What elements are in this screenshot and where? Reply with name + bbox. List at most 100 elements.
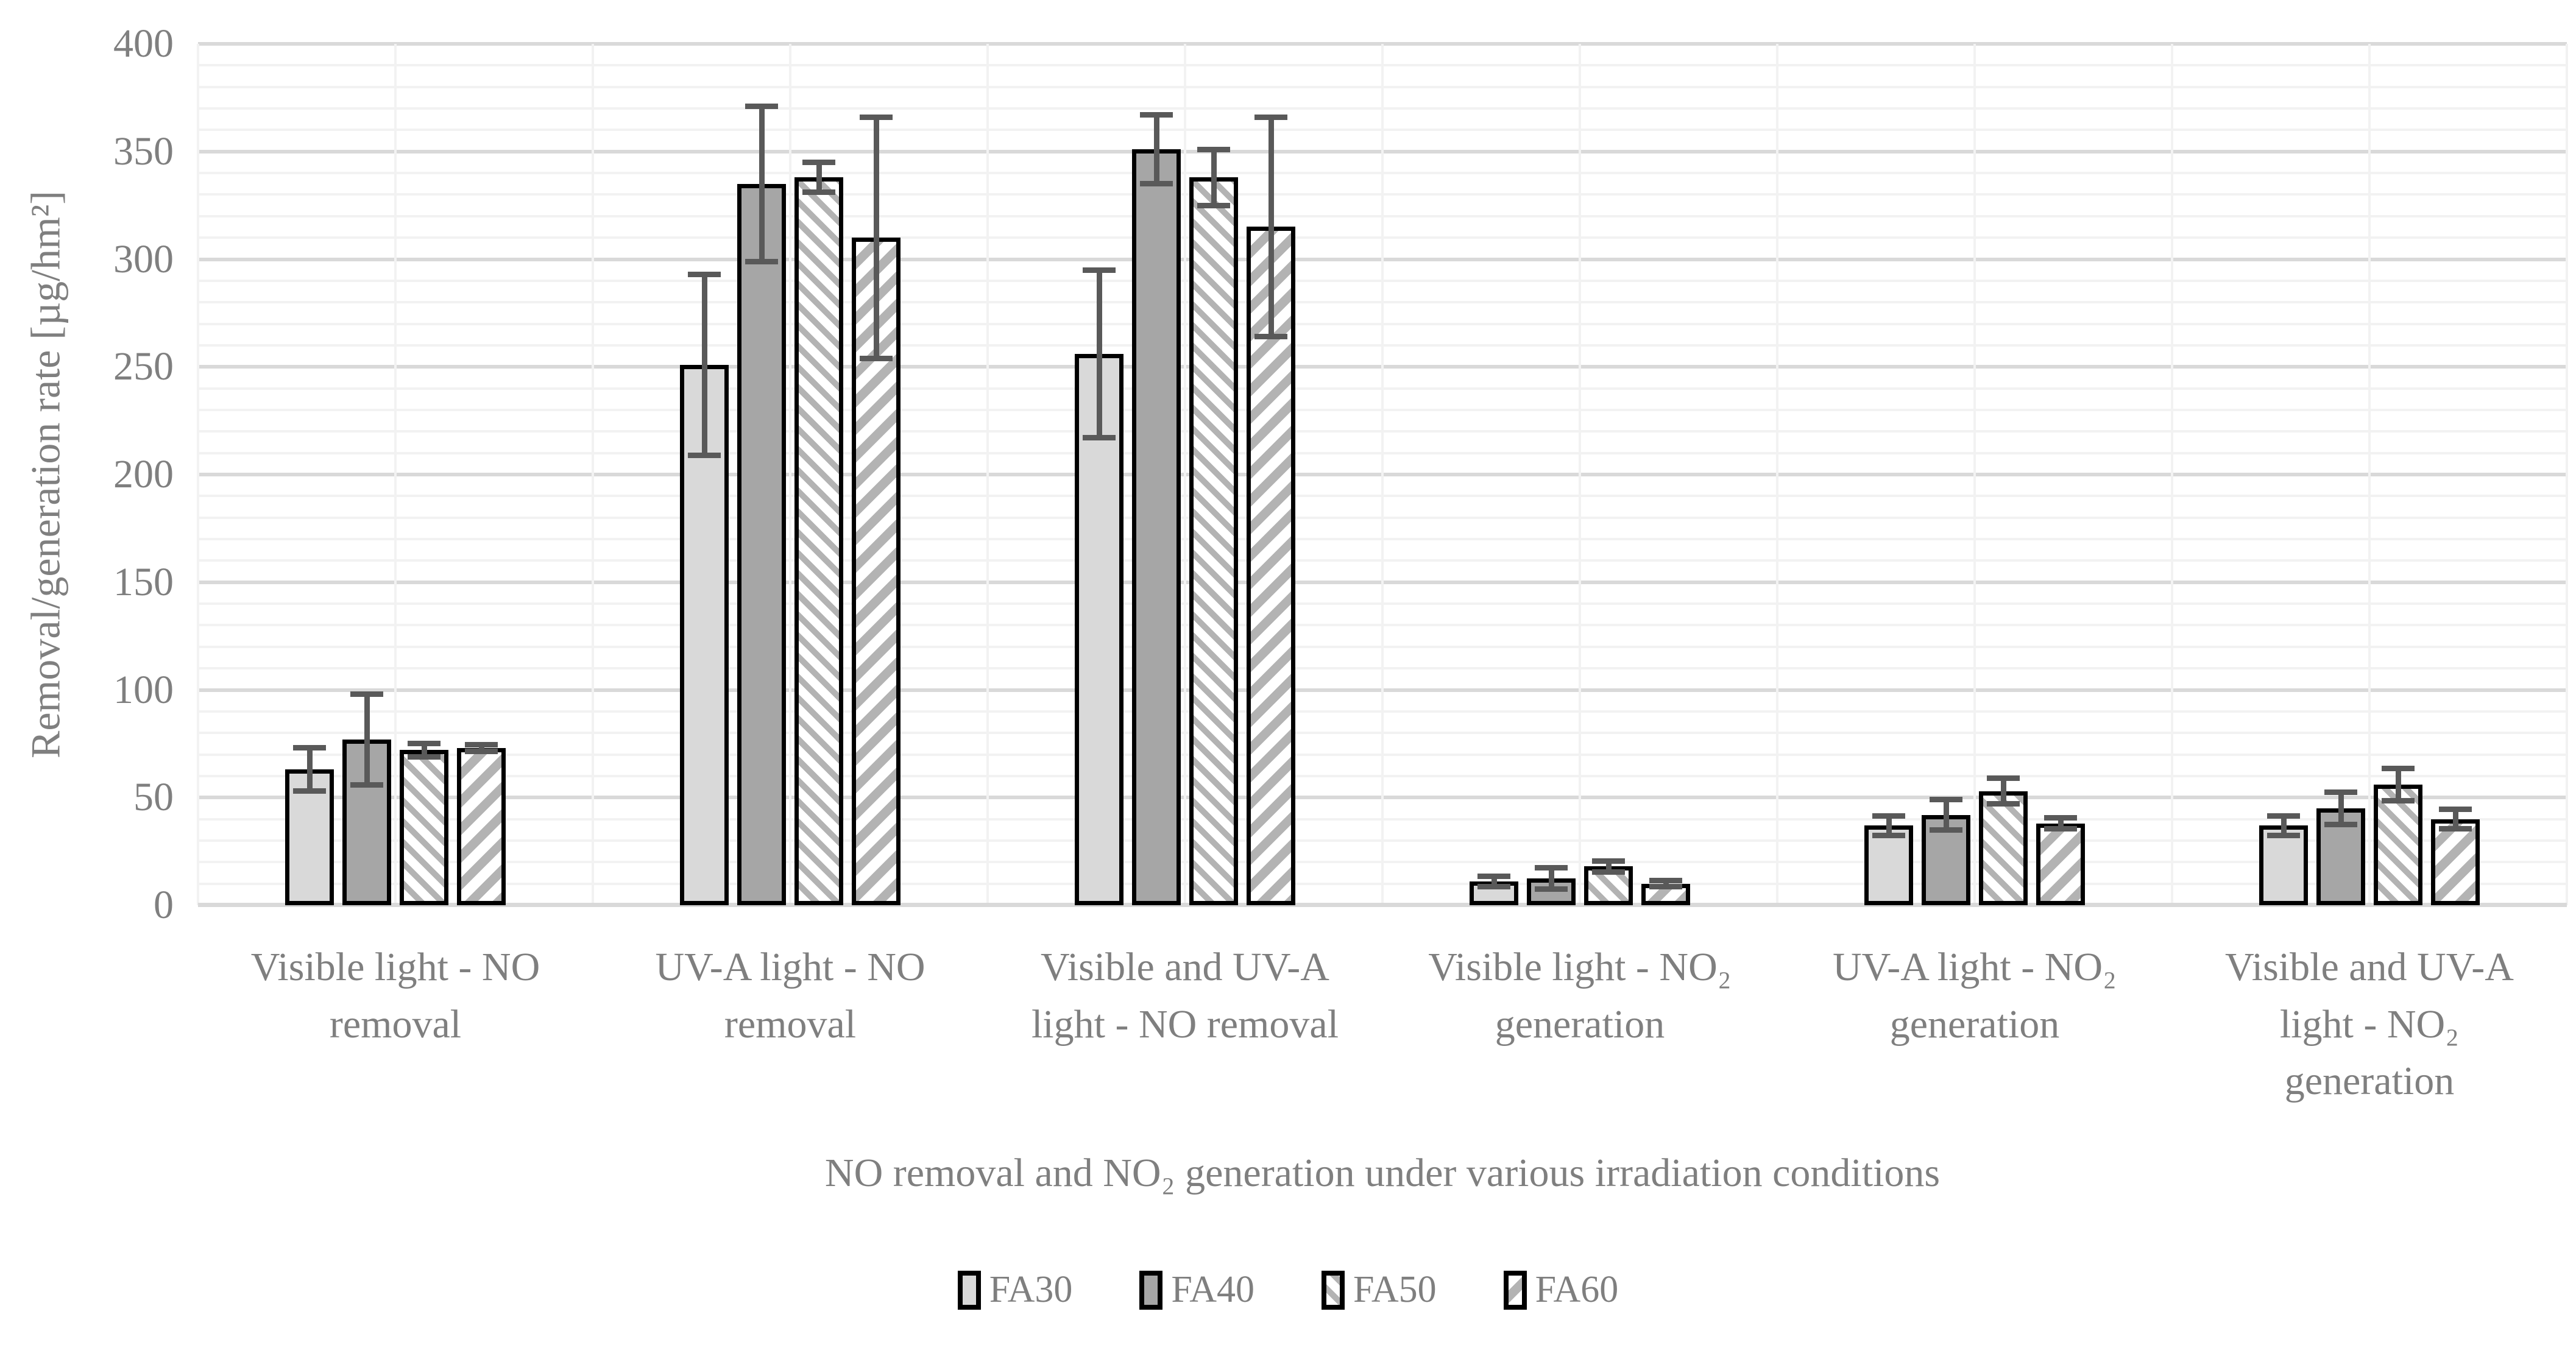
bar-slot-fa60 <box>1247 44 1295 905</box>
legend-item-fa60: FA60 <box>1503 1268 1618 1312</box>
error-bar-cap <box>1872 832 1905 838</box>
bar-fa50 <box>794 177 843 905</box>
bar-group <box>2172 44 2567 905</box>
error-bar-cap <box>2044 826 2077 832</box>
error-bar <box>1491 876 1497 887</box>
legend-item-fa30: FA30 <box>957 1268 1073 1312</box>
x-category-label: UV-A light - NO removal <box>655 945 925 1047</box>
bar-fa60 <box>1247 227 1295 905</box>
vertical-gridline <box>986 44 989 905</box>
bar-fa50 <box>1189 177 1238 905</box>
bar-slot-fa60 <box>2036 44 2085 905</box>
error-bar-cap <box>1254 334 1287 340</box>
plot-area <box>197 42 2568 907</box>
vertical-gridline <box>1381 44 1384 905</box>
bar-slot-fa40 <box>342 44 391 905</box>
y-tick-label: 300 <box>113 236 174 281</box>
error-bar-cap <box>1535 864 1568 870</box>
error-bar-cap <box>802 159 835 165</box>
x-axis-title: NO removal and NO₂ generation under vari… <box>824 1151 1941 1195</box>
bar-fa30 <box>2259 825 2308 905</box>
vertical-gridline <box>2368 44 2371 905</box>
vertical-gridline <box>1579 44 1581 905</box>
legend-item-fa50: FA50 <box>1322 1268 1437 1312</box>
error-bar-cap <box>1592 869 1625 875</box>
error-bar-cap <box>293 788 326 794</box>
error-bar-cap <box>1930 827 1962 833</box>
bar-slot-fa30 <box>1075 44 1123 905</box>
bar-fa60 <box>2036 823 2085 905</box>
vertical-gridline <box>591 44 594 905</box>
x-category-label: Visible light - NO removal <box>250 945 540 1047</box>
error-bar-cap <box>350 691 383 697</box>
error-bar <box>2338 792 2344 825</box>
y-tick-label: 400 <box>113 21 174 66</box>
y-tick-label: 200 <box>113 452 174 496</box>
error-bar <box>759 106 765 262</box>
bar-fa40 <box>1132 149 1181 905</box>
error-bar-cap <box>350 782 383 788</box>
vertical-gridline <box>197 44 199 905</box>
error-bar <box>873 117 879 359</box>
bar-slot-fa50 <box>1584 44 1633 905</box>
error-bar-cap <box>1987 775 2020 781</box>
error-bar <box>701 274 707 456</box>
bar-slot-fa50 <box>1979 44 2028 905</box>
error-bar-cap <box>465 742 498 748</box>
error-bar <box>478 744 484 752</box>
error-bar-cap <box>1535 886 1568 892</box>
vertical-gridline <box>1973 44 1976 905</box>
error-bar-cap <box>2382 798 2415 804</box>
x-axis-line <box>198 903 2567 907</box>
error-bar-cap <box>1477 884 1510 890</box>
bar-slot-fa60 <box>457 44 506 905</box>
error-bar <box>1211 149 1217 206</box>
error-bar <box>2281 816 2287 836</box>
bar-slot-fa40 <box>1527 44 1576 905</box>
bar-slot-fa40 <box>737 44 786 905</box>
error-bar <box>421 743 427 757</box>
bar-slot-fa40 <box>1132 44 1181 905</box>
error-bar-cap <box>2267 813 2300 819</box>
x-category-label: Visible light - NO₂ generation <box>1428 945 1732 1047</box>
error-bar-cap <box>1254 114 1287 120</box>
x-category-label: Visible and UV-A light - NO removal <box>1031 945 1339 1047</box>
y-tick-label: 100 <box>113 667 174 712</box>
x-category-label: Visible and UV-A light - NO₂ generation <box>2225 945 2514 1104</box>
y-tick-label: 150 <box>113 559 174 604</box>
error-bar-cap <box>1197 202 1230 208</box>
bar-group <box>988 44 1382 905</box>
error-bar-cap <box>2382 766 2415 772</box>
vertical-gridline <box>789 44 791 905</box>
bar-slot-fa50 <box>1189 44 1238 905</box>
error-bar-cap <box>860 114 893 120</box>
error-bar-cap <box>688 452 721 458</box>
bar-group <box>198 44 593 905</box>
error-bar <box>1605 861 1612 872</box>
error-bar-cap <box>408 741 441 747</box>
bar-fa50 <box>2374 785 2422 905</box>
bar-fa50 <box>400 750 448 905</box>
error-bar <box>2395 768 2401 801</box>
bar-slot-fa50 <box>2374 44 2422 905</box>
error-bar <box>306 747 313 791</box>
legend-marker-fa30 <box>957 1270 981 1310</box>
error-bar-cap <box>802 189 835 196</box>
error-bar-cap <box>745 258 778 264</box>
y-tick-label: 50 <box>133 775 174 820</box>
error-bar-cap <box>2439 807 2472 813</box>
x-category-label: UV-A light - NO₂ generation <box>1832 945 2117 1047</box>
error-bar-cap <box>465 748 498 754</box>
bar-fa60 <box>457 747 506 905</box>
error-bar <box>1663 880 1669 887</box>
bar-fa30 <box>1075 354 1123 905</box>
bar-slot-fa60 <box>852 44 901 905</box>
bar-fa30 <box>1864 825 1913 905</box>
error-bar-cap <box>1477 873 1510 879</box>
error-bar-cap <box>2439 826 2472 832</box>
error-bar-cap <box>1140 181 1173 187</box>
bar-slot-fa30 <box>1470 44 1518 905</box>
legend-label: FA30 <box>989 1269 1073 1310</box>
error-bar-cap <box>1083 267 1116 273</box>
